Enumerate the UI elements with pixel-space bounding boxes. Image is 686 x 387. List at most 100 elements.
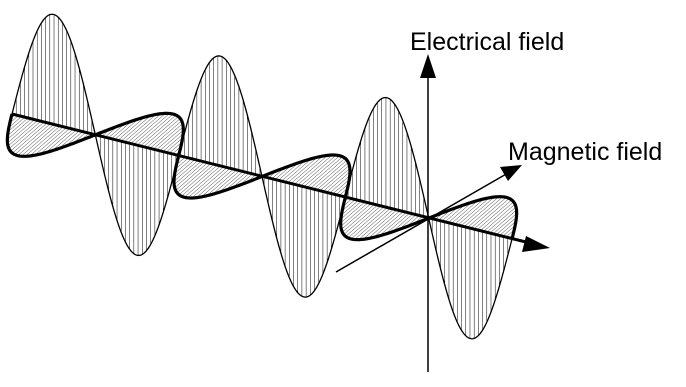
magnetic-hatch-line <box>319 165 350 192</box>
electric-field-arrowhead <box>420 54 436 78</box>
magnetic-hatch-line <box>7 117 25 132</box>
magnetic-hatch-line <box>8 116 22 128</box>
magnetic-hatch-line <box>340 201 362 220</box>
magnetic-hatch-line <box>174 161 202 185</box>
magnetic-hatch-line <box>392 214 413 233</box>
magnetic-hatch-line <box>174 158 192 174</box>
magnetic-hatch-line <box>358 209 394 240</box>
magnetic-hatch-line <box>7 117 29 136</box>
magnetic-hatch-line <box>175 157 189 170</box>
magnetic-hatch-line <box>17 124 54 156</box>
magnetic-hatch-line <box>45 129 74 153</box>
magnetic-hatch-line <box>168 142 182 154</box>
magnetic-hatch-line <box>499 221 517 236</box>
magnetic-hatch-line <box>111 120 132 139</box>
magnetic-hatch-line <box>332 179 350 195</box>
magnetic-hatch-line <box>293 155 328 185</box>
magnetic-hatch-line <box>476 199 512 231</box>
magnetic-hatch-line <box>297 154 333 186</box>
magnetic-hatch-line <box>156 126 184 151</box>
magnetic-hatch-line <box>196 168 231 198</box>
magnetic-hatch-line <box>379 212 407 237</box>
magnetic-hatch-line <box>174 159 195 178</box>
magnetic-hatch-line <box>12 122 48 154</box>
magnetic-hatch-line <box>178 164 215 195</box>
magnetic-hatch-line <box>341 203 372 230</box>
magnetic-hatch-line <box>342 204 375 233</box>
magnetic-hatch-line <box>117 116 145 141</box>
magnetic-hatch-line <box>140 114 177 147</box>
magnetic-hatch-line <box>175 162 208 191</box>
magnetic-hatch-line <box>290 155 323 184</box>
magnetic-hatch-line <box>466 196 504 228</box>
magnetic-hatch-line <box>201 169 234 198</box>
magnetic-hatch-line <box>470 197 507 229</box>
magnetic-hatch-line <box>191 167 227 199</box>
magnetic-hatch-line <box>495 217 517 236</box>
magnetic-hatch-line <box>362 209 397 240</box>
magnetic-hatch-line <box>7 119 35 144</box>
magnetic-hatch-line <box>492 213 517 235</box>
magnetic-hatch-line <box>127 113 162 144</box>
magnetic-hatch-line <box>300 154 337 187</box>
magnetic-hatch-line <box>10 121 45 152</box>
magnetic-hatch-line <box>457 197 490 226</box>
magnetic-hatch-line <box>340 201 365 223</box>
magnetic-hatch-line <box>20 125 58 157</box>
magnetic-hatch-line <box>29 126 64 157</box>
magnetic-hatch-line <box>152 123 183 150</box>
magnetic-hatch-line <box>309 158 346 189</box>
magnetic-hatch-line <box>284 158 312 183</box>
magnetic-hatch-line <box>218 171 243 193</box>
magnetic-hatch-line <box>354 208 391 240</box>
magnetic-hatch-line <box>58 130 80 149</box>
magnetic-hatch-line <box>225 172 247 191</box>
magnetic-hatch-line <box>463 196 500 228</box>
magnetic-hatch-line <box>181 165 218 197</box>
magnetic-hatch-line <box>206 169 237 196</box>
magnetic-hatch-line <box>281 160 306 182</box>
magnetic-hatch-line <box>313 159 348 190</box>
magnetic-hatch-line <box>184 165 221 198</box>
magnetic-hatch-line <box>303 155 340 188</box>
magnetic-hatch-line <box>454 198 485 225</box>
magnetic-hatch-line <box>483 204 516 232</box>
magnetic-hatch-line <box>124 114 157 143</box>
magnetic-hatch-line <box>174 161 205 188</box>
magnetic-hatch-line <box>322 168 350 192</box>
magnetic-hatch-line <box>173 160 199 182</box>
magnetic-hatch-line <box>316 162 349 191</box>
magnetic-hatch-line <box>450 200 479 224</box>
magnetic-hatch-line <box>460 196 495 227</box>
magnetic-hatch-line <box>373 211 404 238</box>
propagation-arrowhead <box>522 236 550 252</box>
magnetic-hatch-line <box>340 202 368 227</box>
magnetic-hatch-line <box>52 129 77 151</box>
magnetic-hatch-line <box>447 202 472 224</box>
magnetic-hatch-line <box>24 125 61 157</box>
magnetic-hatch-line <box>345 205 381 237</box>
electric-field-hatching <box>15 14 509 339</box>
magnetic-hatch-line <box>329 175 350 194</box>
magnetic-hatch-line <box>187 166 224 199</box>
magnetic-hatch-line <box>341 200 359 216</box>
magnetic-field-arrowhead <box>500 165 522 181</box>
magnetic-hatch-line <box>7 120 38 147</box>
magnetic-hatch-line <box>149 120 182 149</box>
magnetic-hatch-line <box>479 201 514 232</box>
magnetic-hatch-line <box>162 133 184 152</box>
magnetic-field-hatching <box>7 113 517 240</box>
magnetic-hatch-line <box>306 156 343 188</box>
magnetic-hatch-line <box>347 206 384 239</box>
magnetic-field-label: Magnetic field <box>508 138 663 166</box>
magnetic-hatch-line <box>146 118 181 148</box>
magnetic-hatch-line <box>159 130 184 152</box>
magnetic-hatch-line <box>133 113 170 145</box>
magnetic-hatch-line <box>8 121 41 149</box>
magnetic-hatch-line <box>350 207 388 240</box>
magnetic-hatch-line <box>176 163 211 194</box>
electrical-field-label: Electrical field <box>410 28 565 56</box>
magnetic-hatch-line <box>502 225 516 237</box>
